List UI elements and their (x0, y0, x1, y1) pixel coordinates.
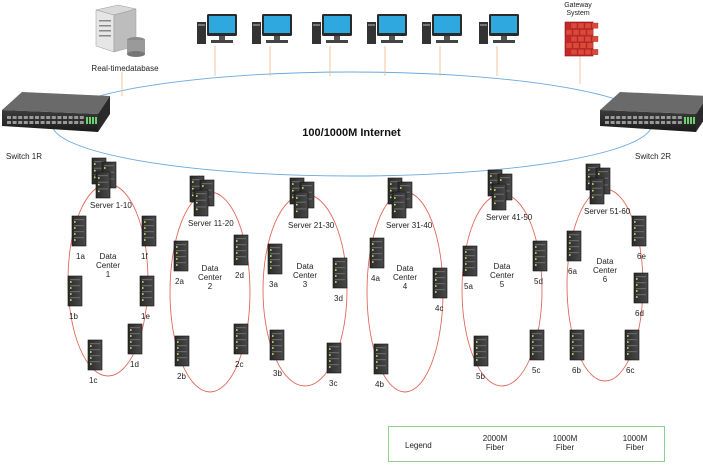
ring-server-icon (631, 215, 647, 247)
server-node-label: 1c (89, 376, 98, 385)
server-group-label: Server 21-30 (288, 221, 335, 230)
ring-server-icon (233, 323, 249, 355)
data-center-label: Data Center 6 (592, 257, 617, 285)
data-center-label: Data Center 2 (197, 264, 222, 292)
legend-box (388, 426, 665, 462)
legend-item-label: 2000M Fiber (482, 434, 508, 453)
server-node-label: 1f (141, 252, 148, 261)
workstation-icon (312, 14, 352, 44)
database-label: Real-timedatabase (91, 64, 159, 73)
ring-server-icon (373, 343, 389, 375)
server-node-label: 6d (635, 309, 644, 318)
workstation-icon (252, 14, 292, 44)
server-node-label: 3c (329, 379, 338, 388)
ring-server-icon (326, 342, 342, 374)
ring-server-icon (473, 335, 489, 367)
server-node-label: 5b (476, 372, 485, 381)
ring-server-icon (233, 234, 249, 266)
ring-server-icon (269, 329, 285, 361)
workstation-icon (422, 14, 462, 44)
data-center-label: Data Center 5 (489, 262, 514, 290)
ring-server-icon (67, 275, 83, 307)
ring-server-icon (569, 329, 585, 361)
legend-item-label: 1000M Fiber (622, 434, 648, 453)
ring-server-icon (127, 323, 143, 355)
switch-right-icon (600, 92, 703, 132)
ring-server-icon (174, 335, 190, 367)
server-node-label: 1d (130, 360, 139, 369)
ring-server-icon (532, 240, 548, 272)
ring-server-icon (87, 339, 103, 371)
server-icon (293, 191, 309, 219)
server-node-label: 6a (568, 267, 577, 276)
server-node-label: 1b (69, 312, 78, 321)
gateway-label: Gateway System (564, 2, 592, 18)
server-node-label: 2b (177, 372, 186, 381)
server-node-label: 6e (637, 252, 646, 261)
data-center-label: Data Center 1 (95, 252, 120, 280)
ring-server-icon (432, 267, 448, 299)
ring-server-icon (332, 257, 348, 289)
server-icon (95, 171, 111, 199)
ring-server-icon (71, 215, 87, 247)
server-node-label: 5a (464, 282, 473, 291)
server-node-label: 4a (371, 274, 380, 283)
server-group-label: Server 31-40 (386, 221, 433, 230)
server-group-label: Server 11-20 (188, 219, 234, 228)
diagram-title: 100/1000M Internet (302, 127, 401, 139)
ring-server-icon (141, 215, 157, 247)
ring-server-icon (566, 230, 582, 262)
legend-item-label: 1000M Fiber (552, 434, 578, 453)
server-node-label: 5d (534, 277, 543, 286)
server-node-label: 1a (76, 252, 85, 261)
workstation-icon (479, 14, 519, 44)
server-node-label: 4b (375, 380, 384, 389)
ring-server-icon (633, 272, 649, 304)
server-node-label: 4c (435, 304, 444, 313)
data-center-label: Data Center 4 (392, 264, 417, 292)
server-group-label: Server 1-10 (90, 201, 132, 210)
workstation-icon (367, 14, 407, 44)
backbone-ring (51, 71, 653, 177)
ring-server-icon (267, 243, 283, 275)
ring-server-icon (139, 275, 155, 307)
ring-server-icon (529, 329, 545, 361)
switch-left-label: Switch 1R (6, 152, 43, 161)
server-node-label: 6c (626, 366, 635, 375)
server-node-label: 3a (269, 280, 278, 289)
server-node-label: 1e (141, 312, 150, 321)
server-icon (391, 191, 407, 219)
server-node-label: 2d (235, 271, 244, 280)
ring-server-icon (369, 237, 385, 269)
server-node-label: 5c (532, 366, 541, 375)
server-node-label: 6b (572, 366, 581, 375)
server-group-label: Server 51-60 (584, 207, 631, 216)
server-icon (491, 183, 507, 211)
server-node-label: 3b (273, 369, 282, 378)
server-icon (193, 189, 209, 217)
ring-server-icon (462, 245, 478, 277)
data-center-label: Data Center 3 (292, 262, 317, 290)
switch-right-label: Switch 2R (635, 152, 672, 161)
switch-left-icon (2, 92, 110, 132)
legend-title: Legend (405, 441, 432, 450)
server-node-label: 2c (235, 360, 244, 369)
ring-server-icon (173, 240, 189, 272)
database-server-icon (95, 4, 145, 57)
ring-server-icon (624, 329, 640, 361)
server-node-label: 3d (334, 294, 343, 303)
firewall-icon (564, 21, 599, 57)
workstation-icon (197, 14, 237, 44)
server-icon (589, 177, 605, 205)
server-node-label: 2a (175, 277, 184, 286)
server-group-label: Server 41-50 (486, 213, 533, 222)
